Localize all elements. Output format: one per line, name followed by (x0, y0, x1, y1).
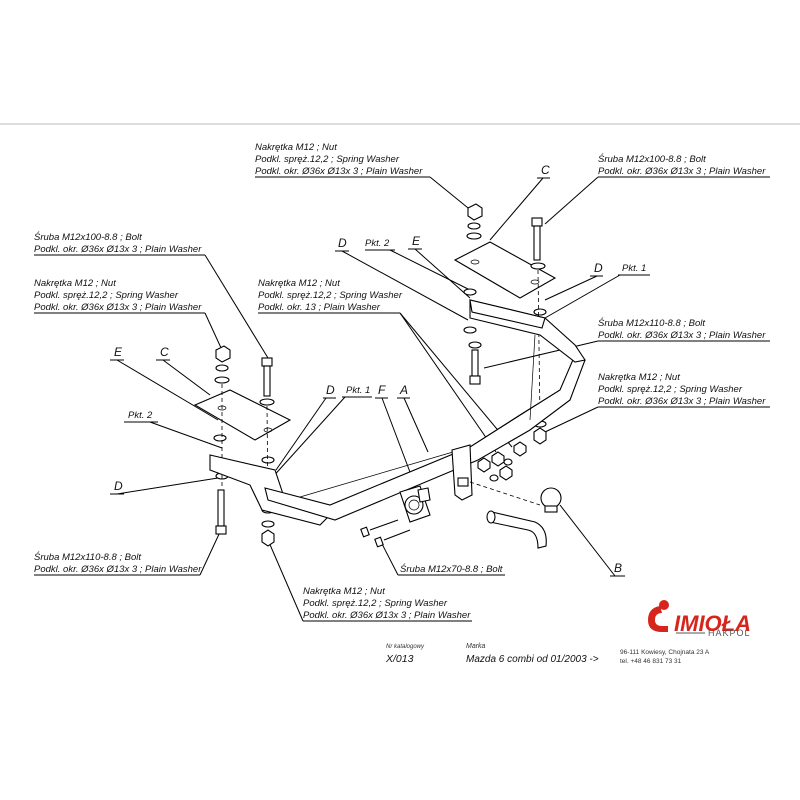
left-bracket-stack (193, 345, 292, 547)
callout-line: Podkl. okr. Ø36x Ø13x 3 ; Plain Washer (34, 302, 202, 313)
callout-line: Podkl. spręż.12,2 ; Spring Washer (303, 598, 448, 609)
brand-value: Mazda 6 combi od 01/2003 -> (466, 654, 599, 665)
callout-line: Podkl. okr. Ø36x Ø13x 3 ; Plain Washer (34, 564, 202, 575)
callout-line: Podkl. okr. Ø36x Ø13x 3 ; Plain Washer (255, 166, 423, 177)
callout-line: Podkl. spręż.12,2 ; Spring Washer (255, 154, 400, 165)
catalog-value: X/013 (385, 653, 414, 665)
letter-e-top: E (412, 234, 421, 248)
letter-d-top: D (338, 236, 347, 250)
callout-bolt-bottom-left: Śruba M12x110-8.8 ; Bolt Podkl. okr. Ø36… (34, 551, 202, 575)
letter-a: A (399, 383, 408, 397)
company-phone: tel. +48 46 831 73 31 (620, 658, 682, 665)
callout-nut-bottom: Nakrętka M12 ; Nut Podkl. spręż.12,2 ; S… (303, 586, 471, 621)
callout-nut-mid: Nakrętka M12 ; Nut Podkl. spręż.12,2 ; S… (258, 278, 403, 313)
callout-line: Podkl. okr. Ø36x Ø13x 3 ; Plain Washer (34, 244, 202, 255)
letter-e-left: E (114, 345, 123, 359)
callout-line: Śruba M12x110-8.8 ; Bolt (598, 317, 705, 329)
socket-and-ball (360, 441, 562, 549)
callout-line: Nakrętka M12 ; Nut (258, 278, 340, 289)
pkt1-mid: Pkt. 1 (346, 385, 370, 396)
callout-bolt-right: Śruba M12x110-8.8 ; Bolt Podkl. okr. Ø36… (598, 317, 766, 341)
top-bracket-stack (453, 203, 557, 445)
letter-d-right: D (594, 261, 603, 275)
callout-line: Nakrętka M12 ; Nut (598, 372, 680, 383)
callout-line: Podkl. okr. Ø36x Ø13x 3 ; Plain Washer (598, 396, 766, 407)
letter-c-top: C (541, 163, 550, 177)
letter-d-left: D (114, 479, 123, 493)
callout-line: Podkl. spręż.12,2 ; Spring Washer (598, 384, 743, 395)
letter-d-mid: D (326, 383, 335, 397)
brand-label: Marka (466, 643, 486, 650)
logo-name: IMIOŁA (674, 611, 751, 636)
callout-bolt-top-right: Śruba M12x100-8.8 ; Bolt Podkl. okr. Ø36… (598, 153, 766, 177)
logo-sub: HAKPOL (708, 628, 751, 638)
catalog-label: Nr katalogowy (386, 644, 425, 650)
letter-f: F (378, 383, 386, 397)
callout-line: Podkl. spręż.12,2 ; Spring Washer (258, 290, 403, 301)
callout-line: Nakrętka M12 ; Nut (34, 278, 116, 289)
callout-line: Podkl. okr. Ø36x Ø13x 3 ; Plain Washer (303, 610, 471, 621)
callout-line: Nakrętka M12 ; Nut (255, 142, 337, 153)
callout-bolt-small: Śruba M12x70-8.8 ; Bolt (400, 563, 503, 575)
letter-b: B (614, 561, 622, 575)
letter-c-left: C (160, 345, 169, 359)
callout-line: Podkl. okr. Ø36x Ø13x 3 ; Plain Washer (598, 166, 766, 177)
pkt2-top: Pkt. 2 (365, 238, 390, 249)
callout-line: Podkl. okr. 13 ; Plain Washer (258, 302, 381, 313)
callout-bolt-left: Śruba M12x100-8.8 ; Bolt Podkl. okr. Ø36… (34, 231, 202, 255)
company-address: 96-111 Kowiesy, Chojnata 23 A (620, 649, 710, 656)
callout-nut-top: Nakrętka M12 ; Nut Podkl. spręż.12,2 ; S… (255, 142, 423, 177)
callout-line: Śruba M12x100-8.8 ; Bolt (34, 231, 142, 243)
callout-line: Podkl. okr. Ø36x Ø13x 3 ; Plain Washer (598, 330, 766, 341)
imiola-logo: IMIOŁA HAKPOL (648, 600, 751, 638)
callout-line: Podkl. spręż.12,2 ; Spring Washer (34, 290, 179, 301)
pkt1-right: Pkt. 1 (622, 263, 646, 274)
tow-hook-logo-icon (648, 606, 668, 632)
callout-line: Nakrętka M12 ; Nut (303, 586, 385, 597)
callout-nut-right: Nakrętka M12 ; Nut Podkl. spręż.12,2 ; S… (598, 372, 766, 407)
callout-nut-left: Nakrętka M12 ; Nut Podkl. spręż.12,2 ; S… (34, 278, 202, 313)
callout-line: Śruba M12x110-8.8 ; Bolt (34, 551, 141, 563)
pkt2-left: Pkt. 2 (128, 410, 153, 421)
callout-line: Śruba M12x100-8.8 ; Bolt (598, 153, 706, 165)
main-crossbar (209, 299, 586, 526)
